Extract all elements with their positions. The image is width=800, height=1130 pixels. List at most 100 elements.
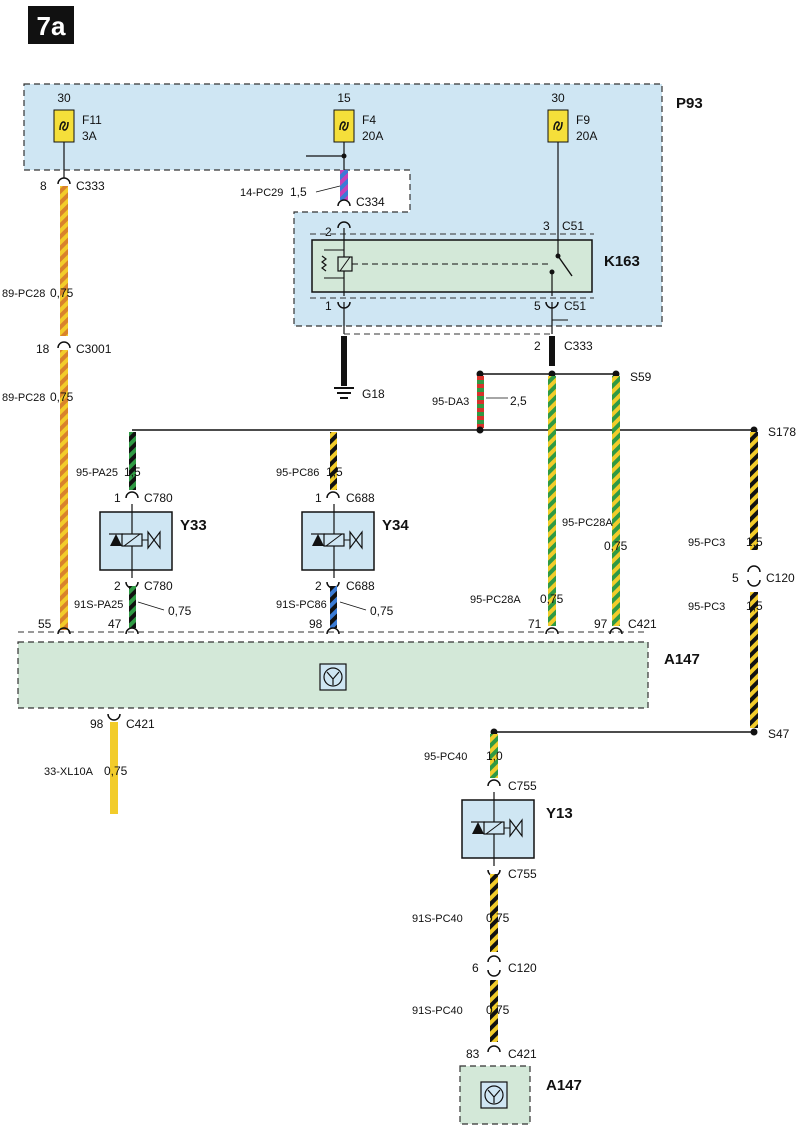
wire-91s-pc40-a xyxy=(490,874,498,952)
connector-c120-b-bottom xyxy=(487,969,501,977)
valve-y33-name: Y33 xyxy=(180,517,207,534)
wire-95-pc3-label-b: 95-PC3 xyxy=(688,601,725,613)
relay-coil-slash xyxy=(339,256,351,272)
diode-icon xyxy=(312,534,324,546)
diode-icon xyxy=(472,822,484,834)
wire-91s-pa25-size: 0,75 xyxy=(168,604,192,618)
wire-91s-pc40-label-a: 91S-PC40 xyxy=(412,913,463,925)
c688-top-label: C688 xyxy=(346,491,375,505)
fuse-f4-rating: 20A xyxy=(362,129,383,143)
splice-s47-label: S47 xyxy=(768,727,790,741)
fuse-f11: 30 F11 3A xyxy=(53,91,102,143)
wire-95-pc28a-a xyxy=(548,376,556,626)
valve-icon xyxy=(349,530,363,550)
module-icon-symbol xyxy=(326,671,340,685)
splice-dot xyxy=(612,370,620,378)
wire-95-pa25-size: 1,5 xyxy=(124,465,141,479)
leader-line xyxy=(137,601,165,611)
c780-pin2-label: 2 xyxy=(114,579,121,593)
fuse-f9-rating: 20A xyxy=(576,129,597,143)
fuse-f11-symbol xyxy=(59,121,69,131)
module-icon-symbol xyxy=(487,1089,501,1103)
c3001-pin-label: 18 xyxy=(36,342,50,356)
relay-pin1-label: 1 xyxy=(325,299,332,313)
c333-label: C333 xyxy=(76,179,105,193)
splice-dot xyxy=(476,370,484,378)
wire-91s-pc40-size-b: 0,75 xyxy=(486,1003,510,1017)
relay-pin2-connector xyxy=(337,221,351,229)
wire-95-pa25-label: 95-PA25 xyxy=(76,467,118,479)
relay-c51-top-label: C51 xyxy=(562,219,584,233)
valve-y34 xyxy=(301,504,375,578)
valve-y13 xyxy=(461,792,535,866)
valve-y33 xyxy=(99,504,173,578)
wire-89-pc28-label-b: 89-PC28 xyxy=(2,392,45,404)
c688-bottom-label: C688 xyxy=(346,579,375,593)
wire-14-pc29 xyxy=(340,170,348,200)
fuse-f11-terminal: 30 xyxy=(57,91,71,105)
module-icon-circle xyxy=(323,667,343,687)
fuse-f4-symbol xyxy=(339,121,349,131)
c3001-label: C3001 xyxy=(76,342,112,356)
fuse-f11-rating: 3A xyxy=(82,129,97,143)
wire-95-pc28a-label-a: 95-PC28A xyxy=(470,594,521,606)
relay-k163-body xyxy=(311,239,593,293)
wire-95-pc40-size: 1,0 xyxy=(486,749,503,763)
module-a147-small-name: A147 xyxy=(546,1077,582,1094)
connector-c333-pin8 xyxy=(57,177,71,185)
wire-91s-pc86 xyxy=(330,586,337,628)
connector-c334 xyxy=(337,199,351,207)
connector-c780-top xyxy=(125,491,139,499)
fuse-f4-name: F4 xyxy=(362,113,376,127)
leader-line xyxy=(315,185,341,193)
junction-dot xyxy=(341,153,347,159)
wire-95-da3 xyxy=(477,376,484,428)
module-a147-name: A147 xyxy=(664,651,700,668)
wire-91s-pc86-label: 91S-PC86 xyxy=(276,599,327,611)
wire-91s-pc40-size-a: 0,75 xyxy=(486,911,510,925)
wire-c333-out xyxy=(549,336,555,366)
valve-icon xyxy=(147,530,161,550)
module-pin97-label: 97 xyxy=(594,617,608,631)
wire-89-pc28-size-b: 0,75 xyxy=(50,390,74,404)
module-icon-circle xyxy=(484,1085,504,1105)
fuse-f9: 30 F9 20A xyxy=(547,91,597,143)
relay-pin2-label: 2 xyxy=(325,225,332,239)
c421-b-label: C421 xyxy=(508,1047,537,1061)
module-pin47-label: 47 xyxy=(108,617,122,631)
wire-89-pc28-a xyxy=(60,186,68,336)
wire-95-pc86-label: 95-PC86 xyxy=(276,467,319,479)
c120-top-label: C120 xyxy=(766,571,795,585)
c120-pin5-label: 5 xyxy=(732,571,739,585)
c333-pin8-label: 8 xyxy=(40,179,47,193)
module-pin71-connector xyxy=(545,627,559,635)
fuse-f11-name: F11 xyxy=(82,113,102,127)
fuse-f9-symbol xyxy=(553,121,563,131)
wire-89-pc28-b xyxy=(60,350,68,630)
diode-icon xyxy=(110,534,122,546)
connector-c120-b-top xyxy=(487,955,501,963)
c421-out-pin-label: 98 xyxy=(90,717,104,731)
c755-top-label: C755 xyxy=(508,779,537,793)
c333-pin2-connector-label: C333 xyxy=(564,339,593,353)
splice-dot xyxy=(548,370,556,378)
valve-coil-slash xyxy=(485,821,503,835)
wire-95-pc3-b xyxy=(750,592,758,728)
module-pin55-label: 55 xyxy=(38,617,52,631)
splice-dot xyxy=(490,728,498,736)
wire-14-pc29-size: 1,5 xyxy=(290,185,307,199)
wire-89-pc28-size-a: 0,75 xyxy=(50,286,74,300)
wire-95-pa25 xyxy=(129,432,136,490)
resistor-icon xyxy=(321,255,327,272)
connector-c688-top xyxy=(326,491,340,499)
relay-switch-contact xyxy=(557,255,573,277)
valve-y13-name: Y13 xyxy=(546,805,573,822)
connector-c421-out xyxy=(107,713,121,721)
fuse-box-name: P93 xyxy=(676,95,703,112)
relay-pin5-label: 5 xyxy=(534,299,541,313)
diagram-badge xyxy=(28,6,74,44)
valve-coil-slash xyxy=(123,533,141,547)
wire-95-pc3-label-a: 95-PC3 xyxy=(688,537,725,549)
fuse-f9-name: F9 xyxy=(576,113,590,127)
